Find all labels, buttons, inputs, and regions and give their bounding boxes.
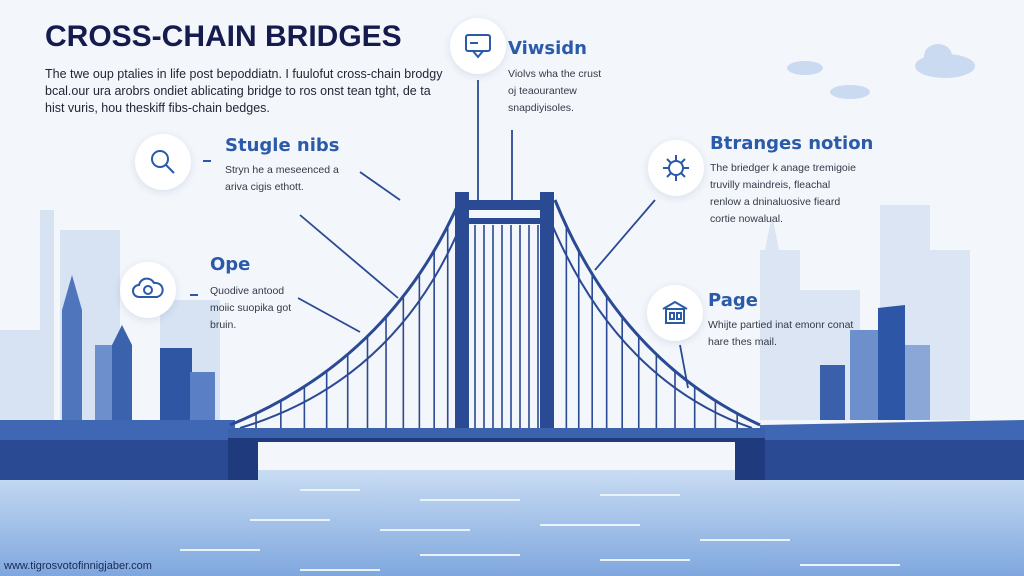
skyline-right (820, 305, 930, 420)
callout-title: Stugle nibs (225, 135, 340, 156)
gear-network-icon (648, 140, 704, 196)
cloud-icon (787, 44, 975, 99)
water (0, 470, 1024, 576)
monitor-hand-icon (450, 18, 506, 74)
page-title: CROSS-CHAIN BRIDGES (45, 20, 402, 53)
water-ripples (180, 489, 900, 571)
dash-divider (203, 160, 211, 162)
callout-title: Btranges notion (710, 133, 874, 154)
callout-text: Stryn he a meseenced a ariva cigis ethot… (225, 164, 339, 193)
dash-divider (190, 294, 198, 296)
callout-text: Whijte partied inat emonr conat hare the… (708, 319, 854, 348)
callout-title: Viwsidn (508, 38, 587, 59)
hanger-cables (255, 225, 738, 428)
magnifier-icon (135, 134, 191, 190)
footer-url[interactable]: www.tigrosvotofinnigjaber.com (4, 560, 152, 572)
callout-text: The briedger k anage tremigoie truvilly … (710, 162, 856, 225)
skyline-left (62, 275, 215, 420)
callout-text: Quodive antood moiic suopika got bruin. (210, 285, 292, 331)
bridge-deck (228, 428, 765, 440)
connector-arrows (297, 80, 689, 389)
building-icon (647, 285, 703, 341)
callout-text: Violvs wha the crust oj teaourantew snap… (508, 68, 602, 114)
callout-title: Ope (210, 254, 251, 275)
intro-text: The twe oup ptalies in life post bepoddi… (45, 67, 443, 115)
cloud-lock-icon (120, 262, 176, 318)
callout-title: Page (708, 290, 758, 311)
bridge-towers (455, 192, 554, 442)
